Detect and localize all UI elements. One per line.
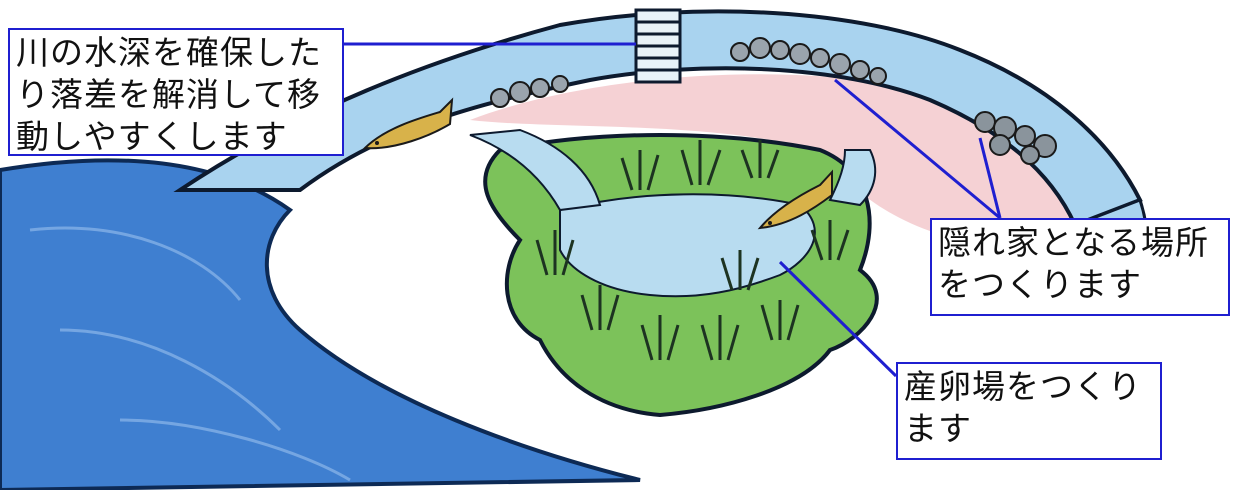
callout-line: 隠れ家となる場所: [938, 222, 1222, 264]
fish-ladder-icon: [636, 10, 680, 82]
callout-hiding-place: 隠れ家となる場所 をつくります: [930, 218, 1230, 316]
callout-water-depth: 川の水深を確保した り落差を解消して移 動しやすくします: [8, 28, 344, 156]
callout-line: 川の水深を確保した: [16, 32, 336, 74]
callout-line: 産卵場をつくり: [904, 366, 1154, 408]
callout-line: ます: [904, 408, 1154, 450]
callout-line: り落差を解消して移: [16, 74, 336, 116]
callout-line: 動しやすくします: [16, 116, 336, 158]
callout-line: をつくります: [938, 264, 1222, 306]
callout-spawning-ground: 産卵場をつくり ます: [896, 362, 1162, 460]
